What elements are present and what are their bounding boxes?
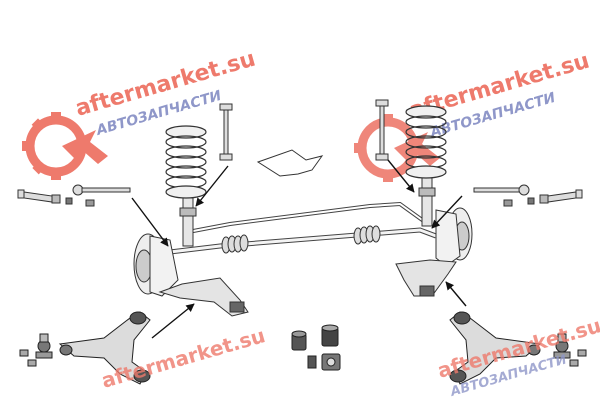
lower-arm-attached-left — [158, 277, 249, 317]
stabilizer-link-left — [219, 103, 233, 161]
arrow-to-left-hub — [131, 197, 169, 247]
inner-tie-rod-left — [72, 184, 131, 196]
bushing-small-right — [527, 197, 535, 205]
pointer-arrows — [131, 159, 467, 339]
rack-boot-right — [353, 225, 381, 245]
bushing-2 — [321, 324, 339, 347]
control-arm-left — [58, 311, 151, 385]
stabilizer-bar — [187, 201, 427, 234]
ball-joint-right — [553, 333, 587, 367]
stabilizer-link-right — [375, 99, 389, 161]
control-arm-right — [449, 311, 542, 385]
bolt-left — [85, 199, 95, 207]
bushing-small-left — [65, 197, 73, 205]
arrow-to-left-strut — [195, 165, 229, 207]
tie-rod-end-left — [17, 189, 61, 204]
arrow-to-left-arm — [151, 303, 195, 339]
arrow-to-right-arm — [445, 281, 467, 307]
rack-boot-left — [221, 234, 249, 254]
bushing-3 — [307, 355, 317, 369]
arrow-to-right-rack — [431, 195, 463, 229]
axle-assembly — [133, 177, 473, 317]
bushing-set — [291, 324, 341, 371]
bushing-1 — [291, 330, 307, 351]
coil-spring-right — [405, 105, 447, 179]
front-direction-arrow-icon — [256, 149, 324, 177]
hub-right — [435, 207, 473, 267]
inner-tie-rod-right — [473, 184, 530, 196]
gear-logo-icon — [22, 112, 108, 180]
coil-spring-left — [165, 125, 207, 199]
strut-left — [179, 197, 197, 247]
hub-left — [133, 233, 179, 297]
arrow-to-right-strut — [387, 159, 415, 193]
bolt-right — [503, 199, 513, 207]
ball-joint-left — [19, 333, 53, 367]
lower-arm-attached-right — [395, 259, 457, 297]
bushing-4 — [321, 353, 341, 371]
tie-rod-end-right — [539, 189, 583, 204]
